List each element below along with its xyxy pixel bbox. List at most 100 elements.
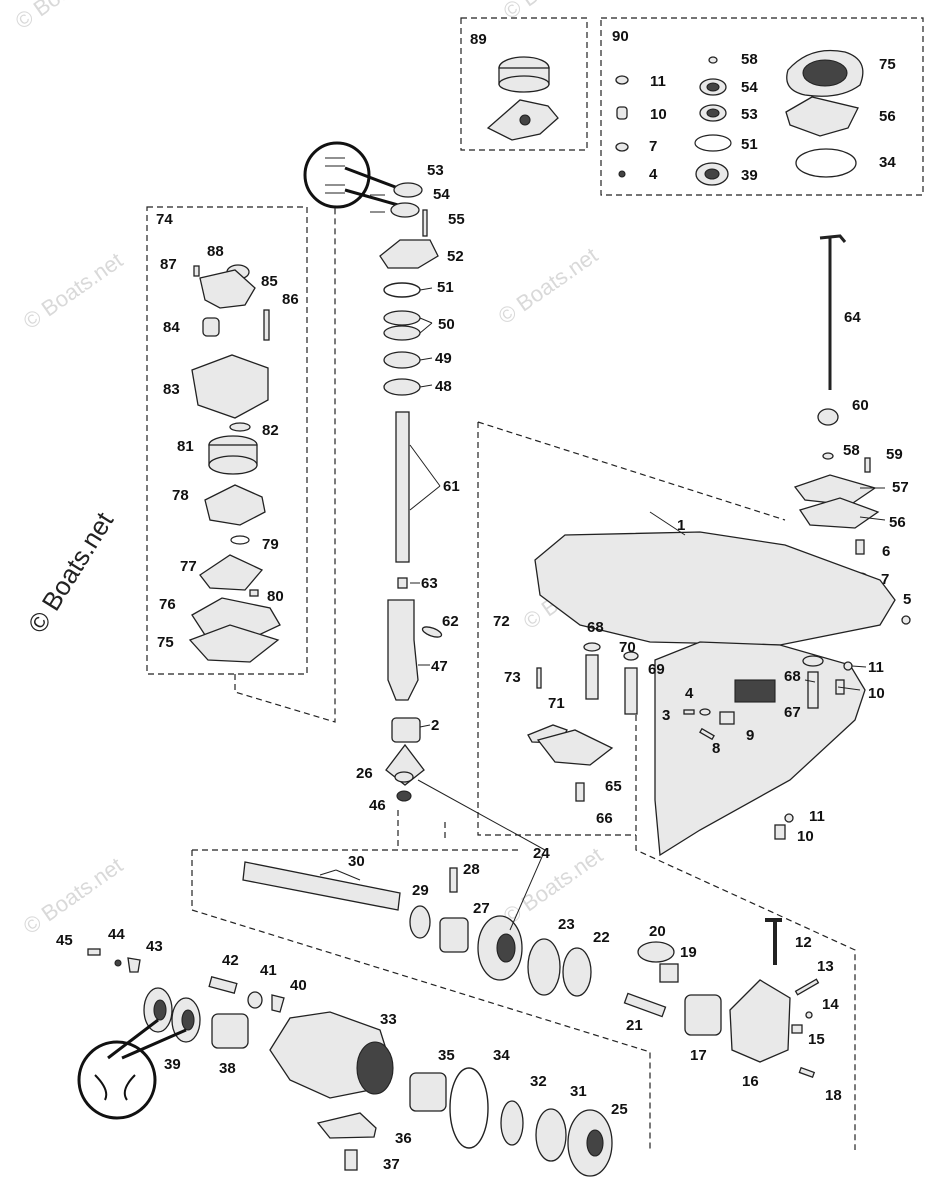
- label-42: 42: [222, 952, 239, 969]
- pump-housing-part: [498, 75, 550, 93]
- label-86: 86: [282, 291, 299, 308]
- kit-89-box: [460, 17, 588, 151]
- label-90: 90: [612, 28, 629, 45]
- housing-52-part: [379, 239, 439, 269]
- label-84: 84: [163, 319, 180, 336]
- kit-89: [486, 56, 559, 141]
- label-17: 17: [690, 1047, 707, 1064]
- screw-37-part: [344, 1149, 358, 1171]
- shim-50-part: [383, 325, 421, 341]
- bearing-35-part: [409, 1072, 447, 1112]
- label-14: 14: [822, 996, 839, 1013]
- label-80: 80: [267, 588, 284, 605]
- gearcase-outline-box: [477, 421, 786, 836]
- label-1: 1: [677, 517, 685, 534]
- seal-part: [706, 108, 720, 118]
- bearing-25-part: [586, 1129, 604, 1157]
- washer-44-part: [114, 959, 122, 967]
- label-9: 9: [746, 727, 754, 744]
- washer-32-part: [500, 1100, 524, 1146]
- label-30: 30: [348, 853, 365, 870]
- label-87: 87: [160, 256, 177, 273]
- label-64: 64: [844, 309, 861, 326]
- label-76: 76: [159, 596, 176, 613]
- kit-90: [615, 49, 864, 186]
- impeller-78-part: [204, 484, 266, 526]
- watermarks: © Boats.net © Boats.net © Boats.net © Bo…: [11, 0, 628, 939]
- label-67: 67: [784, 704, 801, 721]
- label-63: 63: [421, 575, 438, 592]
- plug-11b-part: [784, 813, 794, 823]
- shim-50-part: [383, 310, 421, 326]
- kit-90-box: [600, 17, 924, 196]
- oring-58-part: [822, 452, 834, 460]
- label-23: 23: [558, 916, 575, 933]
- label-24: 24: [533, 845, 550, 862]
- gear-24-part: [496, 933, 516, 963]
- label-10: 10: [868, 685, 885, 702]
- liner-81-part: [208, 455, 258, 475]
- label-41: 41: [260, 962, 277, 979]
- label-75: 75: [879, 56, 896, 73]
- label-58: 58: [741, 51, 758, 68]
- gearcase-port-part: [734, 679, 776, 703]
- label-12: 12: [795, 934, 812, 951]
- gearcase-right-box: [635, 675, 856, 1150]
- label-89: 89: [470, 31, 487, 48]
- washer-part: [615, 75, 629, 85]
- label-4: 4: [685, 685, 694, 702]
- label-58: 58: [843, 442, 860, 459]
- leader-30: [319, 869, 361, 881]
- housing-47-part: [387, 599, 419, 701]
- propshaft-box: [191, 849, 651, 1150]
- screw-73-part: [536, 667, 542, 689]
- screw-66-part: [575, 782, 585, 802]
- screw-55-part: [422, 209, 428, 237]
- washer-4-part: [699, 708, 711, 716]
- label-88: 88: [207, 243, 224, 260]
- label-48: 48: [435, 378, 452, 395]
- label-36: 36: [395, 1130, 412, 1147]
- seal-part: [706, 82, 720, 92]
- gasket-part: [802, 59, 848, 87]
- label-20: 20: [649, 923, 666, 940]
- label-85: 85: [261, 273, 278, 290]
- label-35: 35: [438, 1047, 455, 1064]
- seal-60-part: [817, 408, 839, 426]
- shift-part-20: [637, 941, 675, 963]
- label-32: 32: [530, 1073, 547, 1090]
- label-70: 70: [619, 639, 636, 656]
- shift-rod-64-part: [819, 234, 847, 390]
- driveshaft-61-part: [395, 411, 410, 563]
- leader: [410, 582, 431, 728]
- seal-54-part: [390, 202, 420, 218]
- label-27: 27: [473, 900, 490, 917]
- label-40: 40: [290, 977, 307, 994]
- screw-69-part: [624, 667, 638, 715]
- misc-parts: [527, 642, 735, 802]
- water-pump-kit-box: [146, 206, 308, 675]
- nut-46-part: [396, 790, 412, 802]
- impeller-housing-83-part: [191, 354, 269, 419]
- washer-31-part: [535, 1108, 567, 1162]
- gasket-56-part: [798, 497, 880, 529]
- screw-45-part: [87, 948, 101, 956]
- housing-57-part: [793, 474, 877, 506]
- pin-28-part: [449, 867, 458, 893]
- group-boxes: [146, 17, 924, 1150]
- label-81: 81: [177, 438, 194, 455]
- watermark: © Boats.net: [499, 0, 608, 24]
- label-29: 29: [412, 882, 429, 899]
- cover-9-part: [719, 711, 735, 725]
- label-39: 39: [164, 1056, 181, 1073]
- anode-36-part: [316, 1112, 377, 1139]
- label-77: 77: [180, 558, 197, 575]
- detail-lines: [94, 1074, 136, 1101]
- water-tube-85-part: [199, 269, 256, 309]
- label-50: 50: [438, 316, 455, 333]
- label-57: 57: [892, 479, 909, 496]
- liner-84-part: [202, 317, 220, 337]
- detail-lines: [325, 157, 345, 194]
- label-69: 69: [648, 661, 665, 678]
